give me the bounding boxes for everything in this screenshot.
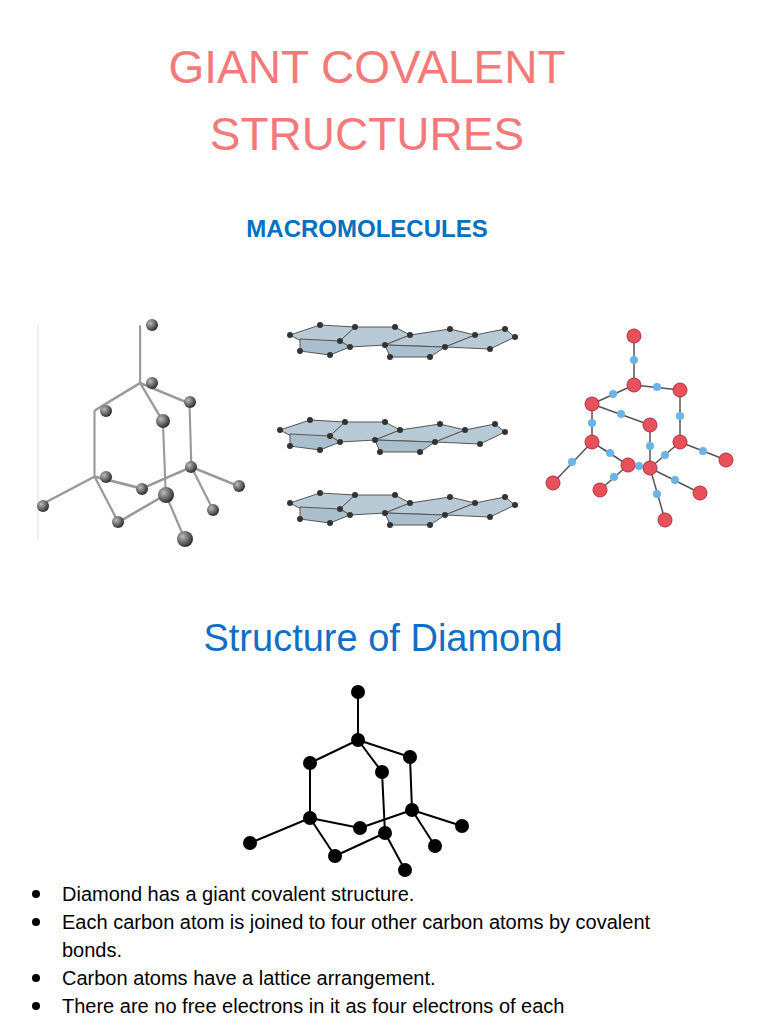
section-heading: Structure of Diamond xyxy=(133,617,633,660)
bullet-dot xyxy=(32,918,40,926)
section-subtitle: MACROMOLECULES xyxy=(167,215,567,243)
bullet-text: Each carbon atom is joined to four other… xyxy=(62,908,702,964)
bullet-text: There are no free electrons in it as fou… xyxy=(62,992,702,1020)
bullet-text: Carbon atoms have a lattice arrangement. xyxy=(62,964,702,992)
slide-title: GIANT COVALENT STRUCTURES xyxy=(137,34,597,168)
bullet-dot xyxy=(32,974,40,982)
bullet-dot xyxy=(32,1002,40,1010)
bullet-text: Diamond has a giant covalent structure. xyxy=(62,880,702,908)
bullet-dot xyxy=(32,890,40,898)
